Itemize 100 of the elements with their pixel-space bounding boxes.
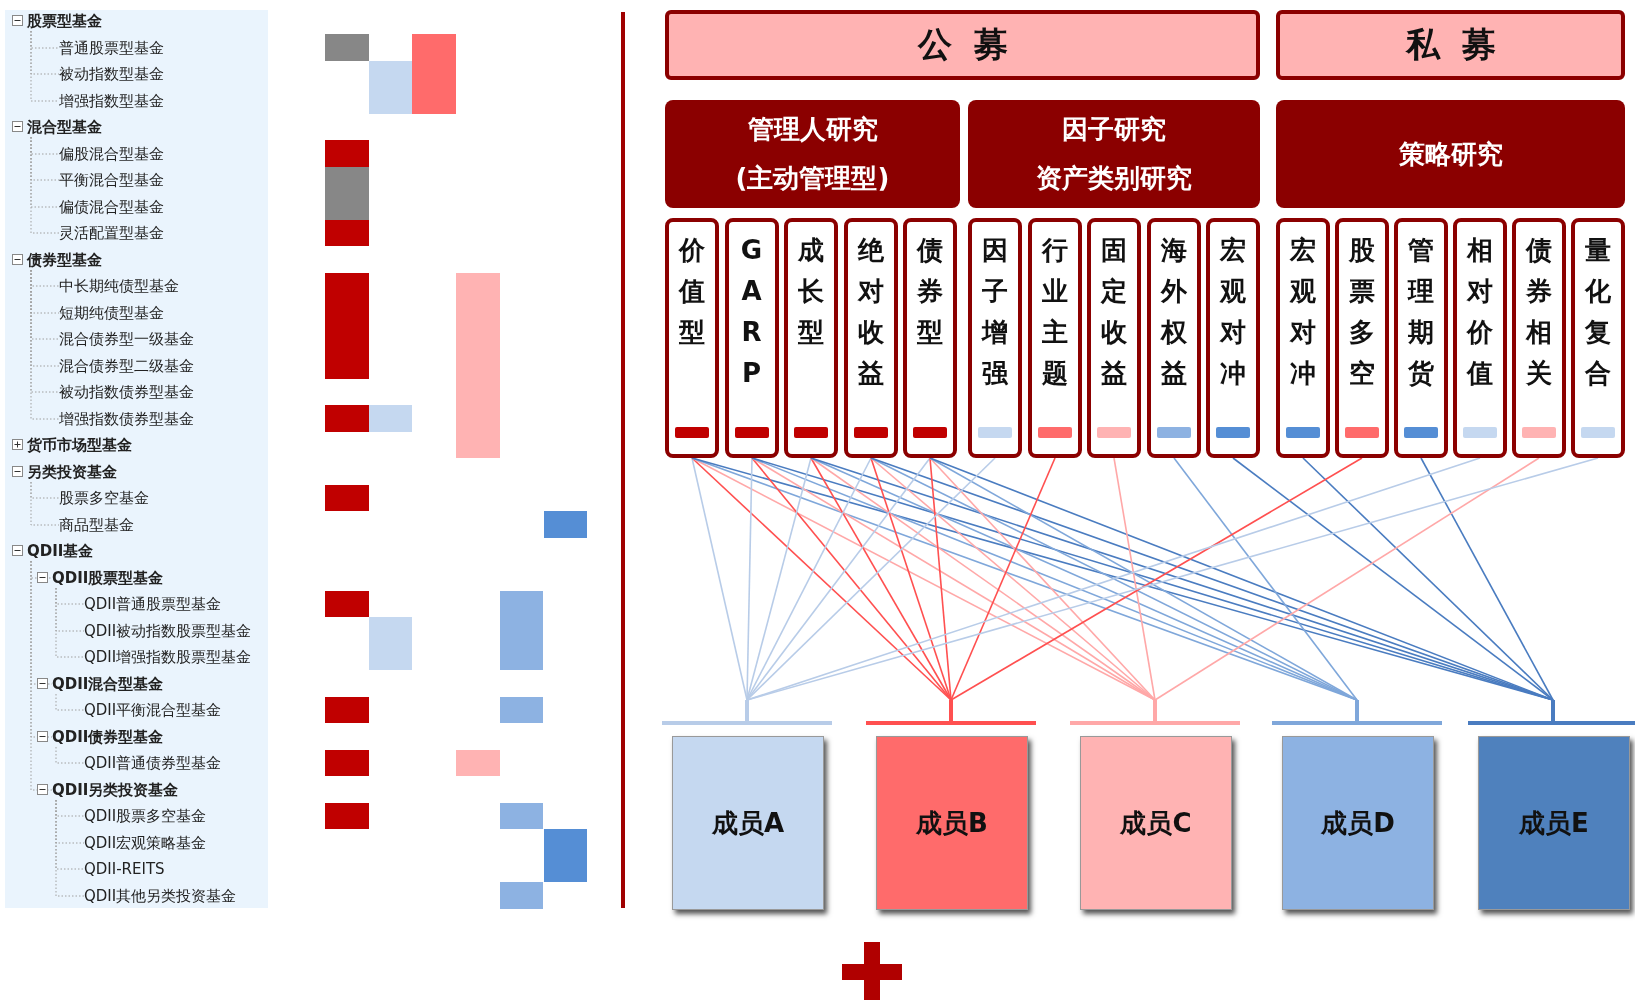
- tree-connector: [55, 587, 85, 658]
- tree-item-label: 另类投资基金: [27, 461, 117, 482]
- header-text: 因子研究: [1062, 113, 1166, 146]
- tree-item-label: QDII增强指数股票型基金: [84, 647, 252, 667]
- tree-connector: [30, 136, 60, 234]
- tree-connector: [30, 269, 60, 420]
- strategy-label: 宏观对冲: [1288, 234, 1317, 390]
- connector-line: [870, 457, 1156, 701]
- tree-item-label: 混合债券型一级基金: [59, 329, 194, 349]
- strategy-card: [724, 218, 779, 458]
- strategy-label: 海外权益: [1159, 234, 1188, 390]
- member-box: 成员E: [1478, 736, 1630, 910]
- strategy-label: 管理期货: [1406, 234, 1435, 390]
- strategy-label: 债券型: [915, 234, 944, 349]
- header-text: 资产类别研究: [1036, 162, 1192, 195]
- tree-item-label: 灵活配置型基金: [59, 223, 164, 243]
- strategy-card: [1394, 218, 1448, 458]
- strategy-card: [665, 218, 719, 458]
- strategy-card: [784, 218, 838, 458]
- tree-connector: [55, 693, 85, 711]
- tree-item-label: QDII被动指数股票型基金: [84, 620, 252, 641]
- tree-item-label: 股票型基金: [27, 11, 102, 31]
- header-text: 私募: [1404, 23, 1518, 66]
- tree-item-label: 偏股混合型基金: [59, 143, 164, 164]
- strategy-card: [1276, 218, 1330, 458]
- member-box: 成员A: [672, 736, 824, 910]
- tree-item-label: 商品型基金: [59, 514, 134, 535]
- header-text: 策略研究: [1398, 137, 1503, 171]
- tree-item-label: QDII普通股票型基金: [84, 594, 222, 614]
- strategy-label: 股票多空: [1347, 234, 1376, 390]
- member-box: 成员B: [876, 736, 1028, 910]
- tree-item-label: QDII宏观策略基金: [84, 832, 207, 853]
- tree-item-label: QDII股票多空基金: [84, 806, 207, 826]
- strategy-card: [843, 218, 898, 458]
- tree-item-label: 增强指数型基金: [59, 90, 164, 111]
- connector-line: [691, 457, 952, 701]
- strategy-label: 相对价值: [1465, 234, 1494, 390]
- strategy-card: [1087, 218, 1141, 458]
- strategy-card: [903, 218, 957, 458]
- connector-line: [950, 457, 1056, 701]
- tree-item-label: QDII普通债券型基金: [84, 753, 222, 773]
- tree-item-label: 平衡混合型基金: [59, 170, 164, 190]
- strategy-label: 量化复合: [1583, 234, 1612, 390]
- strategy-card: [1571, 218, 1625, 458]
- tree-item-label: 货币市场型基金: [27, 435, 132, 455]
- strategy-card: [1206, 218, 1260, 458]
- tree-item-label: QDII另类投资基金: [52, 779, 179, 800]
- header-box: [665, 10, 1260, 80]
- tree-item-label: 偏债混合型基金: [59, 196, 164, 217]
- tree-item-label: 债券型基金: [27, 249, 102, 270]
- strategy-label: 行业主题: [1040, 234, 1069, 390]
- strategy-card: [1512, 218, 1566, 458]
- tree-item-label: 混合型基金: [27, 117, 102, 137]
- tree-item-label: QDII基金: [27, 541, 94, 561]
- member-box: 成员D: [1282, 736, 1434, 910]
- connector-line: [1173, 457, 1358, 701]
- header-box: [1276, 10, 1625, 80]
- connector-line: [1154, 457, 1540, 701]
- header-box: [1276, 100, 1625, 208]
- connector-line: [929, 457, 952, 701]
- tree-item-label: QDII债券型基金: [52, 726, 164, 747]
- strategy-label: 宏观对冲: [1218, 234, 1247, 390]
- tree-connector: [55, 746, 85, 764]
- tree-item-label: 中长期纯债型基金: [59, 276, 179, 296]
- member-box: 成员C: [1080, 736, 1232, 910]
- tree-item-label: QDII其他另类投资基金: [84, 885, 237, 906]
- tree-item-label: QDII平衡混合型基金: [84, 700, 222, 720]
- tree-item-label: 增强指数债券型基金: [59, 408, 194, 429]
- strategy-label: 绝对收益: [856, 234, 885, 390]
- tree-item-label: QDII-REITS: [84, 859, 165, 879]
- tree-item-label: QDII股票型基金: [52, 567, 164, 588]
- strategy-label: 债券相关: [1524, 234, 1553, 390]
- tree-item-label: 股票多空基金: [59, 488, 149, 508]
- connector-line: [1302, 457, 1554, 701]
- connector-line: [810, 457, 952, 701]
- tree-item-label: 被动指数型基金: [59, 64, 164, 84]
- tree-item-label: 短期纯债型基金: [59, 302, 164, 323]
- header-box: [665, 100, 960, 208]
- tree-connector: [30, 560, 53, 791]
- strategy-card: [1453, 218, 1507, 458]
- strategy-label: GARP: [739, 234, 764, 390]
- connector-line: [1420, 457, 1554, 701]
- strategy-label: 因子增强: [980, 234, 1009, 390]
- strategy-card: [1146, 218, 1201, 458]
- connector-line: [746, 457, 996, 701]
- tree-item-label: QDII混合型基金: [52, 673, 164, 694]
- strategy-card: [968, 218, 1022, 458]
- strategy-label: 成长型: [797, 234, 825, 349]
- strategy-label: 价值型: [677, 234, 706, 349]
- tree-connector: [30, 30, 60, 102]
- tree-connector: [30, 481, 60, 526]
- connector-line: [1113, 457, 1156, 701]
- tree-item-label: 普通股票型基金: [59, 37, 164, 58]
- tree-item-label: 被动指数债券型基金: [59, 382, 194, 402]
- header-text: 管理人研究: [747, 113, 878, 146]
- strategy-label: 固定收益: [1099, 234, 1128, 390]
- header-text: 公募: [916, 23, 1030, 66]
- tree-connector: [55, 799, 85, 897]
- connector-line: [929, 457, 1156, 701]
- strategy-card: [1027, 218, 1082, 458]
